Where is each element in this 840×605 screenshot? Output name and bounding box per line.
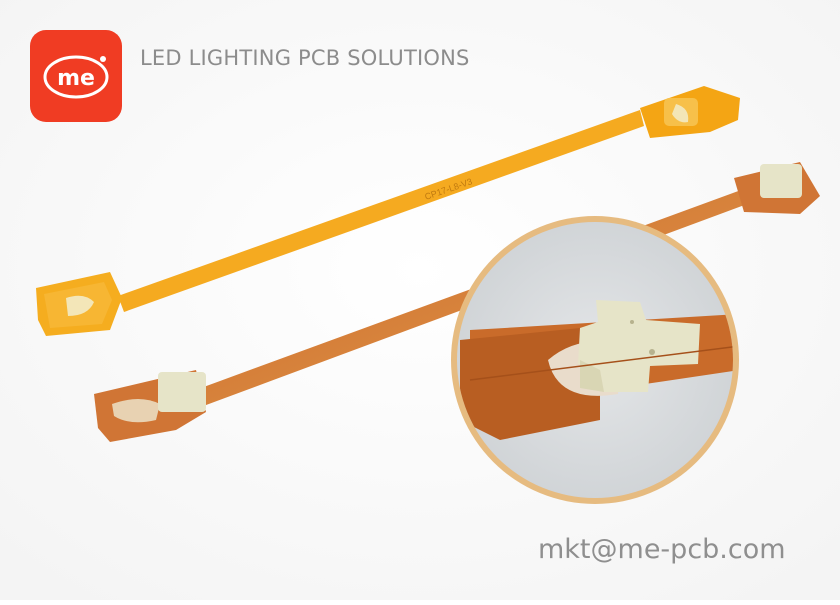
yellow-flex-pcb: CP17-L8-V3 <box>36 86 740 336</box>
magnifier-inset <box>451 216 739 504</box>
stiffener-pad-left <box>158 372 206 412</box>
me-logo-mark: me <box>43 55 109 99</box>
contact-email: mkt@me-pcb.com <box>538 534 786 565</box>
brand-logo: me <box>30 30 122 122</box>
logo-text: me <box>57 66 95 91</box>
stiffener-pad-right <box>760 164 802 198</box>
headline: LED LIGHTING PCB SOLUTIONS <box>140 46 470 70</box>
